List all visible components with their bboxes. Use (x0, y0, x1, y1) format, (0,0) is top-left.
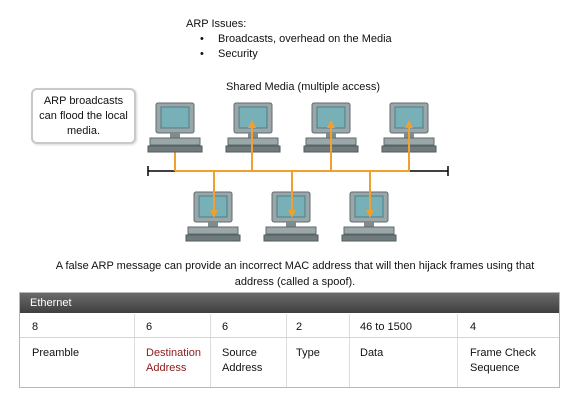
column-divider (134, 314, 135, 387)
field-size: 6 (222, 321, 229, 333)
field-size: 4 (470, 321, 477, 333)
field-size-row: 8 6 6 2 46 to 1500 4 (20, 314, 559, 338)
field-name: Data (360, 347, 384, 359)
arp-issue-item: Broadcasts, overhead on the Media (186, 32, 392, 47)
field-size: 46 to 1500 (360, 321, 412, 333)
shared-media-label: Shared Media (multiple access) (226, 81, 381, 93)
arp-issues-title: ARP Issues: (186, 18, 247, 30)
caption: A false ARP message can provide an incor… (55, 260, 535, 288)
column-divider (457, 314, 458, 387)
field-name: Source Address (222, 347, 263, 374)
field-name: Type (296, 347, 320, 359)
computer-icon (147, 102, 203, 153)
field-name: Frame Check Sequence (470, 347, 537, 374)
field-size: 8 (32, 321, 39, 333)
column-divider (286, 314, 287, 387)
network-diagram (147, 102, 449, 242)
arp-issues-list: Broadcasts, overhead on the Media Securi… (186, 32, 392, 62)
column-divider (210, 314, 211, 387)
frame-title: Ethernet (20, 293, 559, 313)
callout-box: ARP broadcasts can flood the local media… (31, 88, 136, 144)
arp-issues: ARP Issues: Broadcasts, overhead on the … (186, 17, 392, 62)
column-divider (349, 314, 350, 387)
field-name-row: Preamble Destination Address Source Addr… (20, 338, 559, 387)
field-name-destination: Destination Address (146, 347, 202, 374)
field-size: 2 (296, 321, 303, 333)
field-name: Preamble (32, 347, 80, 359)
arp-issue-item: Security (186, 47, 392, 62)
ethernet-frame-table: Ethernet 8 6 6 2 46 to 1500 4 Preamble D… (19, 292, 560, 388)
field-size: 6 (146, 321, 153, 333)
callout-text: ARP broadcasts can flood the local media… (39, 94, 128, 137)
